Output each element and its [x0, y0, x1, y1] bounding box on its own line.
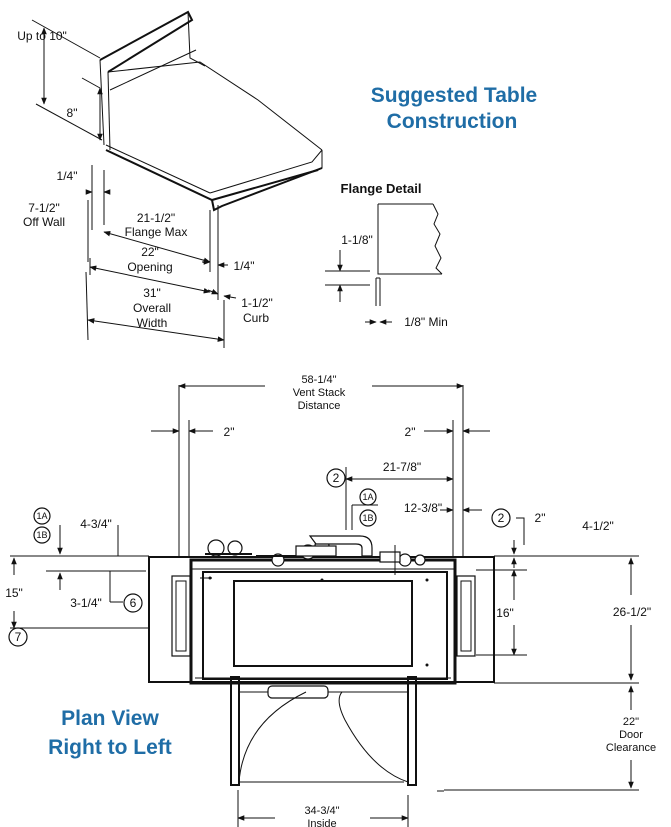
- dim-quarter-right: 1/4": [234, 259, 255, 273]
- dim-12-3-8: 12-3/8": [404, 501, 442, 515]
- table-construction-title-line1: Suggested Table: [371, 84, 537, 107]
- dim-21-7-8: 21-7/8": [383, 460, 421, 474]
- door-label: Door: [619, 729, 643, 741]
- flange-detail-drawing: [325, 203, 443, 325]
- vent-stack-label: Vent Stack: [293, 387, 346, 399]
- dim-2-right: 2": [405, 425, 416, 439]
- vent-distance-label: Distance: [298, 400, 341, 412]
- dim-3-1-4: 3-1/4": [70, 596, 102, 610]
- callout-1a-left: 1A: [33, 507, 51, 525]
- flange-dim-min: 1/8" Min: [404, 315, 448, 329]
- svg-text:2: 2: [498, 511, 505, 525]
- flange-dim-height: 1-1/8": [341, 233, 373, 247]
- svg-text:1A: 1A: [36, 511, 47, 521]
- dim-15: 15": [5, 586, 23, 600]
- callout-1a-right: 1A: [359, 488, 377, 506]
- callout-2-top: 2: [326, 468, 346, 488]
- callout-2-right: 2: [491, 508, 511, 528]
- dim-quarter-left: 1/4": [57, 169, 78, 183]
- dim-flange-max-label: Flange Max: [125, 225, 188, 239]
- dim-off-wall-value: 7-1/2": [28, 201, 60, 215]
- dim-26-1-2: 26-1/2": [613, 605, 651, 619]
- dim-off-wall-label: Off Wall: [23, 215, 65, 229]
- svg-text:6: 6: [130, 596, 137, 610]
- svg-text:1B: 1B: [362, 513, 373, 523]
- table-construction-title-line2: Construction: [387, 110, 518, 133]
- dim-overall-label: Overall: [133, 301, 171, 315]
- plan-view-title-line1: Plan View: [61, 707, 159, 730]
- callout-6: 6: [123, 593, 143, 613]
- dim-curb-value: 1-1/2": [241, 296, 273, 310]
- table-profile-drawing: [99, 10, 323, 212]
- door-clearance-value: 22": [623, 716, 639, 728]
- dim-curb-label: Curb: [243, 311, 269, 325]
- dim-flange-max-value: 21-1/2": [137, 211, 175, 225]
- callout-1b-right: 1B: [359, 509, 377, 527]
- dim-2-left: 2": [224, 425, 235, 439]
- inside-width-label: Inside: [307, 818, 336, 827]
- flange-detail-title: Flange Detail: [341, 181, 422, 196]
- dim-4-3-4: 4-3/4": [80, 517, 112, 531]
- callout-1b-left: 1B: [33, 526, 51, 544]
- dim-overall-value: 31": [143, 286, 161, 300]
- dim-2-callout: 2": [535, 511, 546, 525]
- svg-text:2: 2: [333, 471, 340, 485]
- svg-text:1A: 1A: [362, 492, 373, 502]
- plan-view-drawing: [148, 385, 495, 792]
- svg-text:1B: 1B: [36, 530, 47, 540]
- profile-dimension-lines: [31, 19, 237, 348]
- plan-dimension-lines: [10, 383, 639, 827]
- dim-16: 16": [496, 606, 514, 620]
- inside-width-value: 34-3/4": [304, 805, 339, 817]
- plan-view-title-line2: Right to Left: [48, 736, 172, 759]
- dim-up-to-10: Up to 10": [17, 29, 67, 43]
- vent-stack-value: 58-1/4": [301, 374, 336, 386]
- callout-7: 7: [8, 627, 28, 647]
- dim-width-label: Width: [137, 316, 168, 330]
- svg-text:7: 7: [15, 630, 22, 644]
- dim-opening-label: Opening: [127, 260, 172, 274]
- dim-4-1-2: 4-1/2": [582, 519, 614, 533]
- door-clearance-label: Clearance: [606, 742, 656, 754]
- dim-8: 8": [67, 106, 78, 120]
- dim-opening-value: 22": [141, 245, 159, 259]
